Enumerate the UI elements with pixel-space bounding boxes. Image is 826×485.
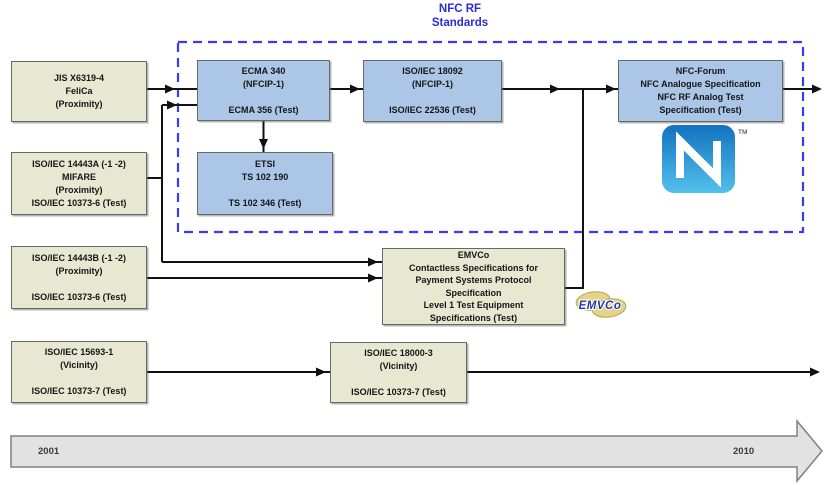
box-line: ISO/IEC 14443A (-1 -2) xyxy=(32,158,126,169)
box-line: ECMA 340 xyxy=(241,65,286,76)
box-line: TS 102 190 xyxy=(241,171,289,182)
arrowhead xyxy=(812,84,822,94)
box-line: (NFCIP-1) xyxy=(243,78,284,89)
box-line: JIS X6319-4 xyxy=(53,73,105,83)
box-line: ISO/IEC 14443B (-1 -2) xyxy=(31,252,127,263)
nfc-logo-n-glyph xyxy=(676,131,721,188)
arrowhead xyxy=(165,84,175,94)
connector-arrowheads xyxy=(165,84,822,377)
box-line: (NFCIP-1) xyxy=(412,79,453,89)
box-iso18092: ISO/IEC 18092 (NFCIP-1) ISO/IEC 22536 (T… xyxy=(363,60,502,122)
diagram-title: NFC RF Standards xyxy=(385,2,535,30)
nfc-logo-tm: TM xyxy=(738,129,747,136)
box-line: ISO/IEC 10373-7 (Test) xyxy=(351,386,446,397)
arrowhead xyxy=(259,139,268,149)
box-line: EMVCo xyxy=(457,250,490,260)
box-line: (Vicinity) xyxy=(379,360,418,371)
diagram-title-line2: Standards xyxy=(431,17,489,29)
box-line: (Proximity) xyxy=(55,184,103,195)
arrowhead xyxy=(368,257,378,267)
box-line: (Proximity) xyxy=(55,265,103,276)
arrowhead xyxy=(368,273,378,283)
arrowhead xyxy=(350,84,360,94)
box-line: NFC RF Analog Test xyxy=(657,92,744,102)
box-line: ISO/IEC 10373-6 (Test) xyxy=(31,197,127,208)
box-line: Payment Systems Protocol xyxy=(415,275,532,285)
box-line: Specification xyxy=(445,287,502,298)
box-iso18000-3: ISO/IEC 18000-3 (Vicinity) ISO/IEC 10373… xyxy=(330,342,467,403)
box-line: Specifications (Test) xyxy=(429,312,518,323)
timeline: 2001 2010 xyxy=(10,418,823,484)
box-line: FeliCa xyxy=(65,86,93,96)
box-line: ECMA 356 (Test) xyxy=(228,104,299,115)
timeline-end-year: 2010 xyxy=(733,446,754,457)
nfc-rf-standards-dashed-border xyxy=(176,40,805,234)
arrowhead xyxy=(606,84,616,94)
box-iso14443b: ISO/IEC 14443B (-1 -2) (Proximity) ISO/I… xyxy=(11,246,147,309)
connector-emvco-to-junction xyxy=(565,89,584,289)
box-etsi-ts102: ETSI TS 102 190 TS 102 346 (Test) xyxy=(197,152,333,215)
box-line: NFC-Forum xyxy=(675,66,726,76)
box-line: TS 102 346 (Test) xyxy=(228,197,302,208)
nfc-forum-logo: TM xyxy=(662,125,747,193)
box-line: ETSI xyxy=(254,158,275,169)
box-line: (Proximity) xyxy=(55,99,103,109)
box-line: Specification (Test) xyxy=(659,105,742,115)
box-jis-x6319-felica: JIS X6319-4 FeliCa (Proximity) xyxy=(11,61,147,122)
box-ecma340: ECMA 340 (NFCIP-1) ECMA 356 (Test) xyxy=(197,60,330,121)
emvco-logo-text: EMVCo xyxy=(579,300,622,312)
box-iso15693: ISO/IEC 15693-1 (Vicinity) ISO/IEC 10373… xyxy=(11,341,147,403)
box-line: ISO/IEC 10373-7 (Test) xyxy=(31,386,127,396)
box-line: Level 1 Test Equipment xyxy=(423,300,524,310)
box-line: (Vicinity) xyxy=(60,360,98,370)
box-line: NFC Analogue Specification xyxy=(640,79,761,89)
box-line: ISO/IEC 18000-3 xyxy=(364,347,433,358)
timeline-arrow-shape xyxy=(10,418,823,484)
diagram-title-line1: NFC RF xyxy=(438,3,482,15)
emvco-logo: EMVCo xyxy=(575,291,627,318)
box-line: Contactless Specifications for xyxy=(408,262,539,273)
timeline-start-year: 2001 xyxy=(38,446,60,457)
box-line: ISO/IEC 10373-6 (Test) xyxy=(31,291,127,302)
arrowhead xyxy=(810,367,820,377)
arrowhead xyxy=(550,84,560,94)
box-line: ISO/IEC 15693-1 xyxy=(44,347,114,357)
box-line: ISO/IEC 22536 (Test) xyxy=(389,105,476,115)
box-nfc-forum: NFC-Forum NFC Analogue Specification NFC… xyxy=(618,60,783,122)
box-emvco-contactless: EMVCo Contactless Specifications for Pay… xyxy=(382,248,565,325)
arrowhead xyxy=(167,100,177,110)
box-line: ISO/IEC 18092 xyxy=(402,66,463,76)
arrowhead xyxy=(316,367,326,377)
box-line: MIFARE xyxy=(61,171,96,182)
emvco-logo-coin xyxy=(591,298,627,318)
box-iso14443a-mifare: ISO/IEC 14443A (-1 -2) MIFARE (Proximity… xyxy=(11,152,147,215)
